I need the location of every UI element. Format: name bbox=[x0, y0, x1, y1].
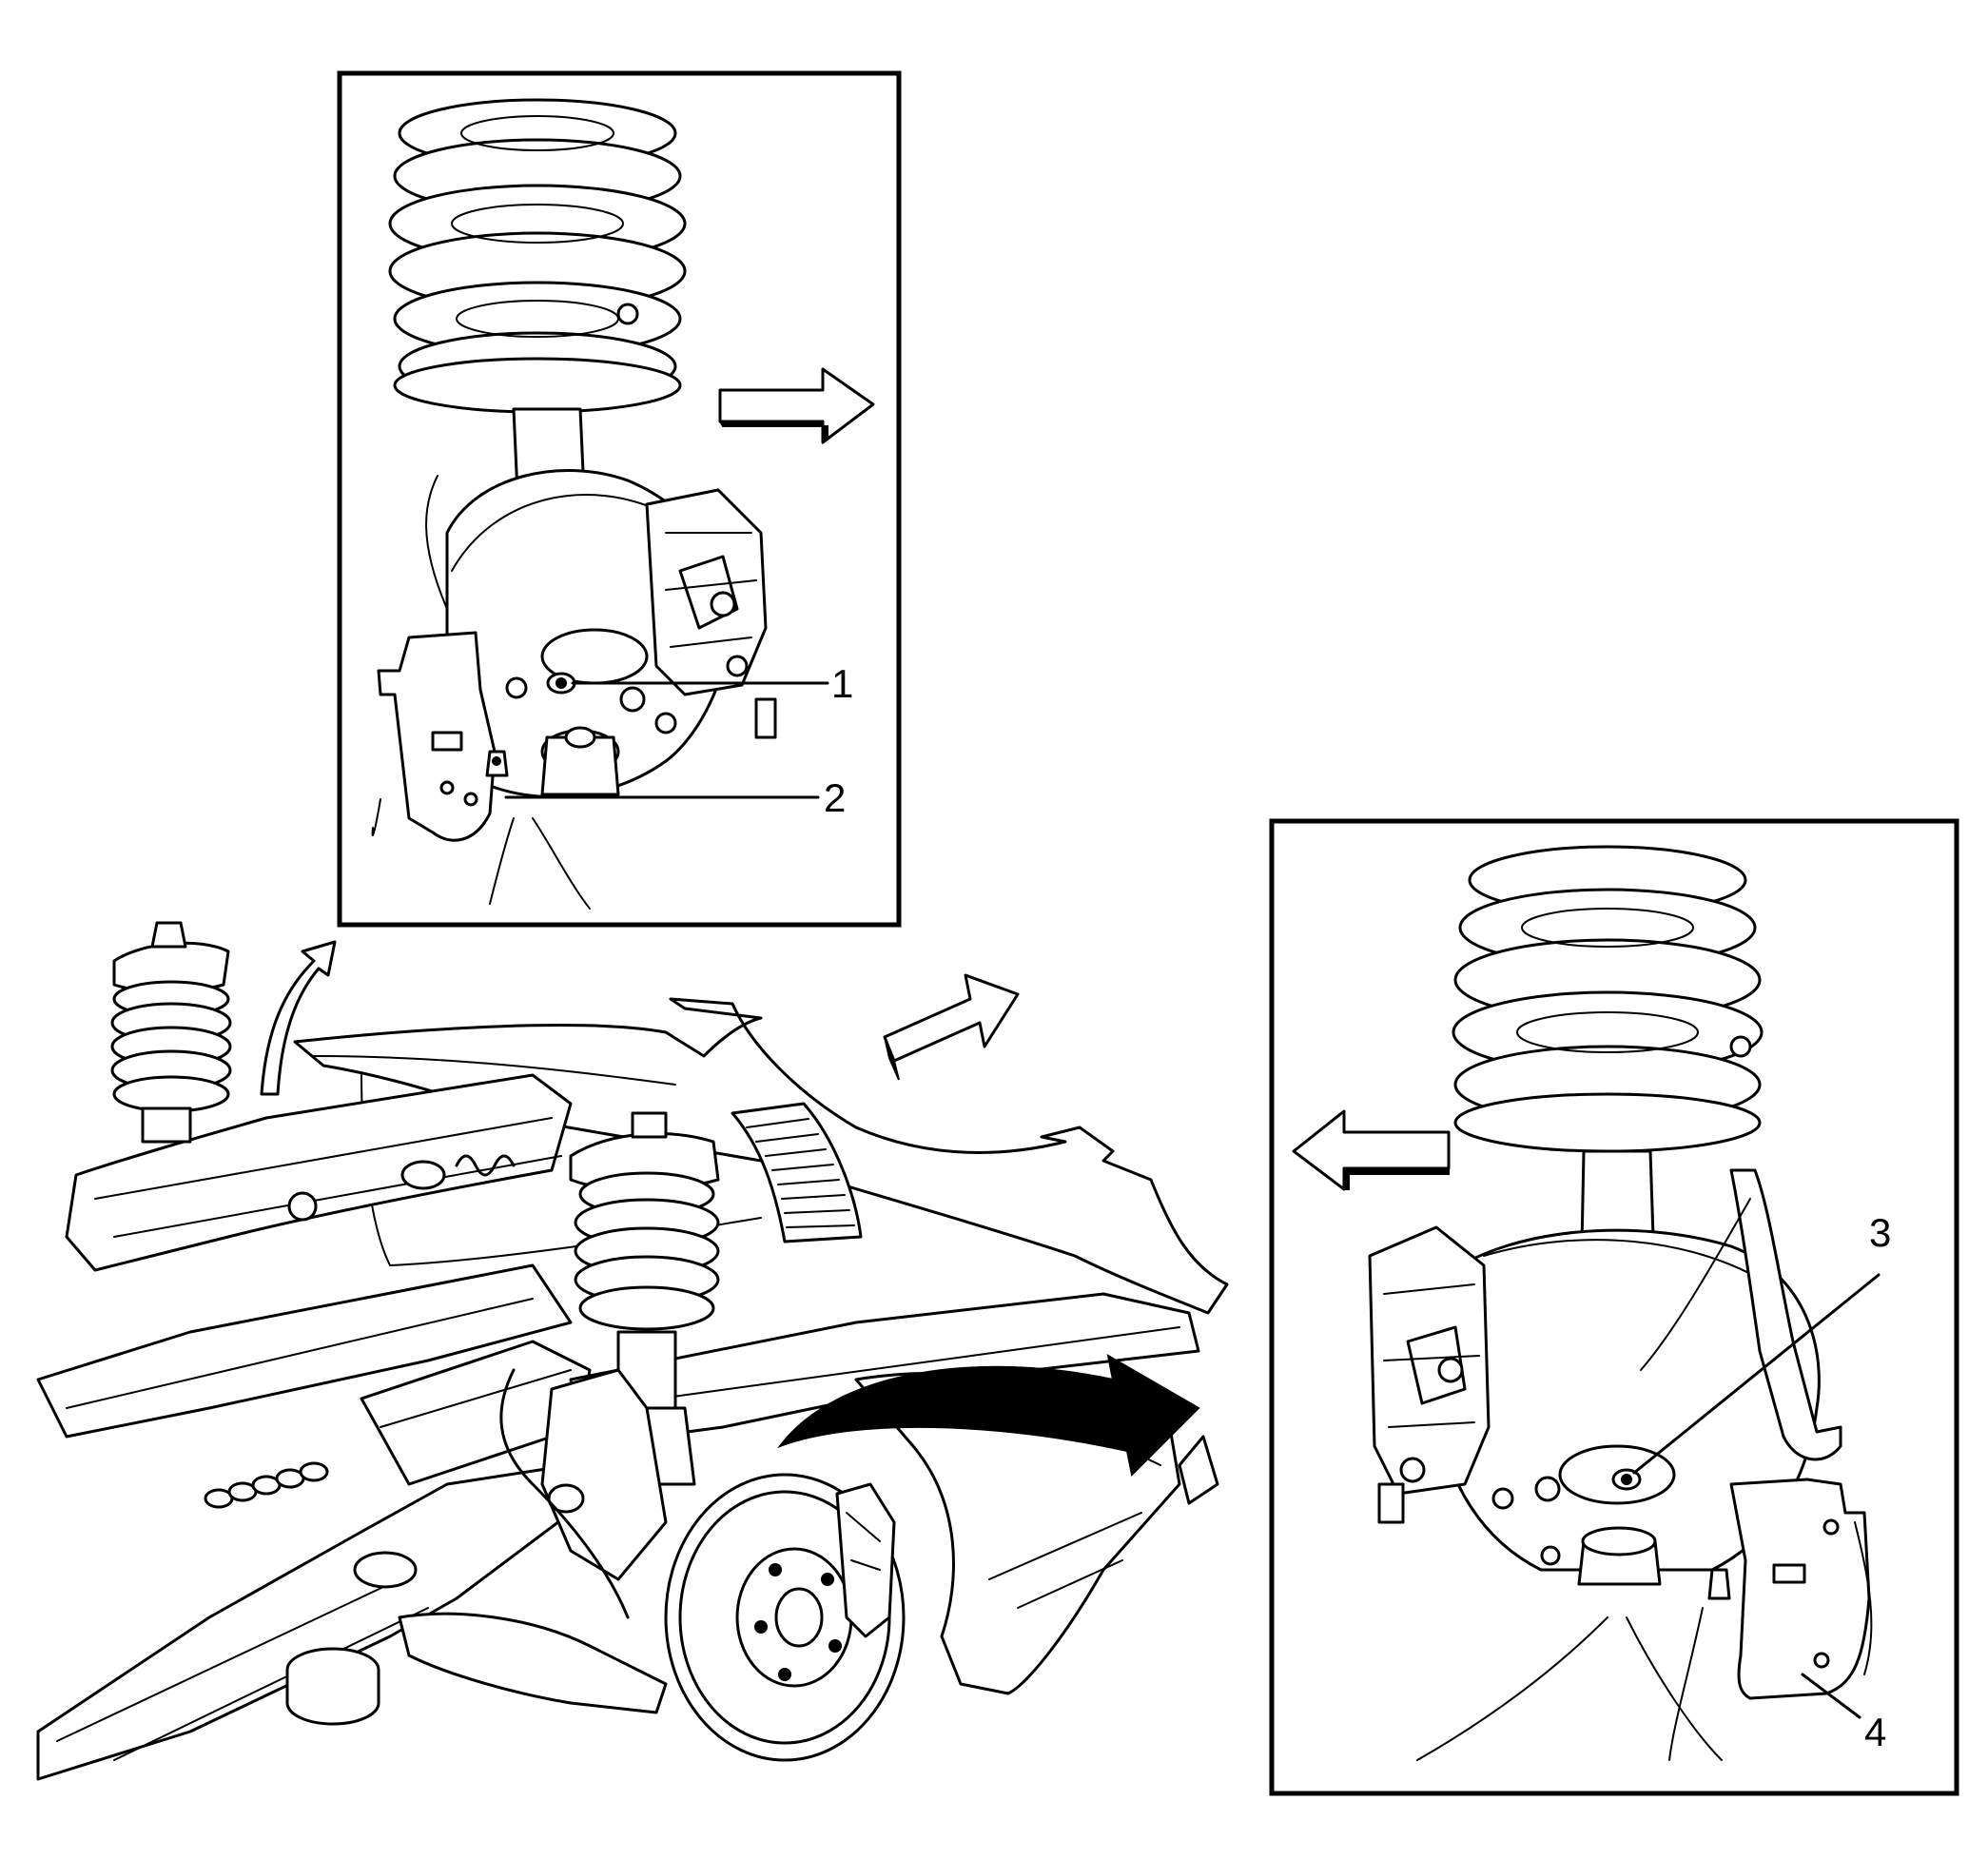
inset-right-bracket bbox=[1729, 1478, 1871, 1700]
inset-top-caliper bbox=[645, 488, 777, 739]
leader-line-4 bbox=[1801, 1673, 1861, 1719]
brake-caliper bbox=[835, 1482, 896, 1638]
curved-arrow-up bbox=[260, 940, 337, 1096]
lower-control-arm bbox=[398, 1612, 668, 1714]
inset-top-hub bbox=[540, 628, 649, 796]
removed-strut-assembly bbox=[110, 921, 232, 1144]
direction-arrow-center bbox=[883, 973, 1020, 1063]
leader-line-3 bbox=[1632, 1273, 1881, 1475]
chassis-assembly bbox=[36, 997, 1229, 1781]
inset-top-bolt-1 bbox=[546, 672, 576, 695]
front-crossmember bbox=[36, 1263, 573, 1439]
left-frame-rail bbox=[65, 1073, 573, 1272]
curved-arrow-large bbox=[777, 1354, 1200, 1478]
detail-inset-top: 1 2 bbox=[337, 70, 902, 928]
inset-right-backing-plate bbox=[1434, 1228, 1821, 1572]
crossmember-holes bbox=[204, 1461, 329, 1509]
inset-top-coil-spring bbox=[388, 98, 687, 414]
inset-right-caliper bbox=[1368, 1225, 1491, 1524]
callout-1: 1 bbox=[831, 661, 853, 706]
inset-right-bolt-3 bbox=[1611, 1468, 1642, 1491]
inset-top-bolt-2 bbox=[485, 750, 509, 777]
inset-right-coil-spring bbox=[1452, 845, 1764, 1153]
callout-2: 2 bbox=[824, 775, 846, 820]
detail-inset-right: 3 4 bbox=[1269, 818, 1959, 1796]
grille bbox=[731, 1102, 863, 1243]
callout-4: 4 bbox=[1864, 1710, 1886, 1754]
callout-3: 3 bbox=[1869, 1210, 1891, 1255]
